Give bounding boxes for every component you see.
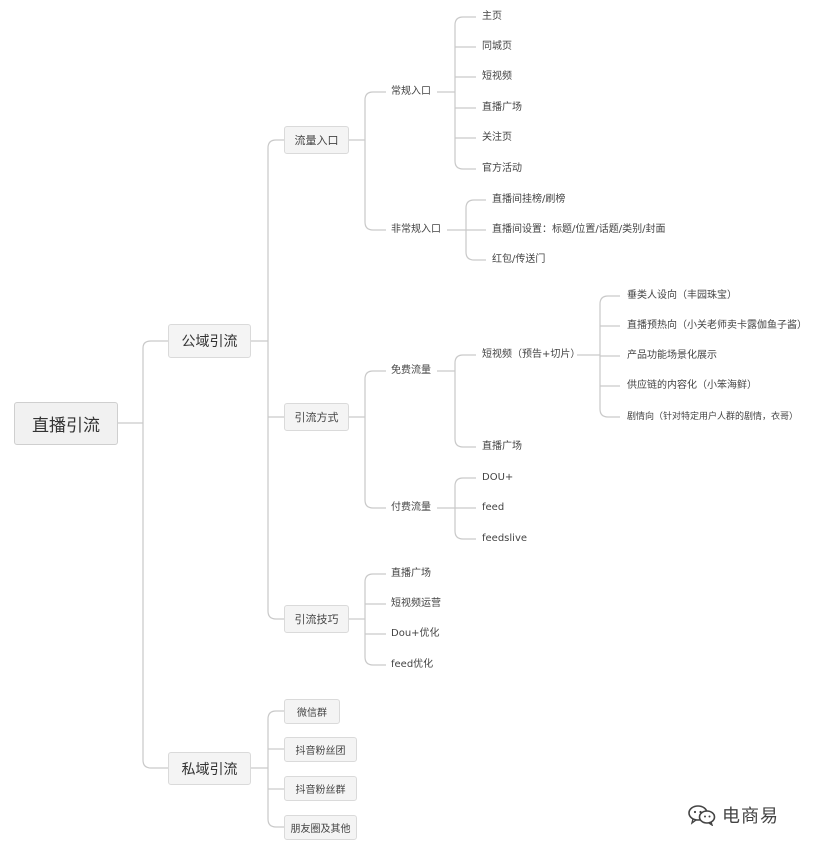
regular-entry-item-label: 关注页 — [482, 132, 512, 143]
paid-traffic-node[interactable]: 付费流量 — [391, 501, 431, 515]
private-traffic-item[interactable]: 微信群 — [284, 699, 340, 724]
public-traffic-node[interactable]: 公域引流 — [168, 324, 251, 358]
traffic-tips-label: 引流技巧 — [294, 613, 339, 626]
short-video-item-label: 供应链的内容化（小笨海鲜） — [627, 380, 757, 391]
free-traffic-node[interactable]: 免费流量 — [391, 364, 431, 378]
live-plaza-label: 直播广场 — [482, 441, 522, 452]
irregular-entry-item-label: 直播间设置：标题/位置/话题/类别/封面 — [492, 224, 666, 235]
regular-entry-item[interactable]: 官方活动 — [482, 162, 522, 176]
tips-item-label: Dou+优化 — [391, 628, 440, 639]
short-video-item-label: 垂类人设向（丰园珠宝） — [627, 290, 737, 301]
paid-traffic-item-label: DOU+ — [482, 472, 514, 483]
traffic-tips-node[interactable]: 引流技巧 — [284, 605, 349, 633]
live-plaza-node[interactable]: 直播广场 — [482, 440, 522, 454]
tips-item[interactable]: 直播广场 — [391, 567, 431, 581]
regular-entry-item-label: 短视频 — [482, 71, 512, 82]
regular-entry-item-label: 官方活动 — [482, 163, 522, 174]
irregular-entry-item[interactable]: 红包/传送门 — [492, 253, 545, 267]
traffic-entry-label: 流量入口 — [294, 134, 339, 147]
public-traffic-label: 公域引流 — [181, 334, 238, 350]
private-traffic-item-label: 抖音粉丝群 — [295, 785, 346, 796]
regular-entry-item-label: 主页 — [482, 11, 502, 22]
regular-entry-item[interactable]: 直播广场 — [482, 101, 522, 115]
paid-traffic-item-label: feed — [482, 502, 505, 513]
tips-item-label: feed优化 — [391, 659, 434, 670]
short-video-item[interactable]: 垂类人设向（丰园珠宝） — [627, 289, 737, 303]
tips-item[interactable]: feed优化 — [391, 658, 433, 672]
private-traffic-item-label: 朋友圈及其他 — [290, 824, 351, 835]
short-video-label: 短视频（预告+切片） — [482, 349, 581, 360]
private-traffic-node[interactable]: 私域引流 — [168, 752, 251, 785]
irregular-entry-item-label: 直播间挂榜/刷榜 — [492, 194, 566, 205]
traffic-methods-node[interactable]: 引流方式 — [284, 403, 349, 431]
short-video-item[interactable]: 产品功能场景化展示 — [627, 349, 717, 363]
regular-entry-item-label: 直播广场 — [482, 102, 522, 113]
tips-item[interactable]: 短视频运营 — [391, 597, 441, 611]
tips-item-label: 直播广场 — [391, 568, 431, 579]
regular-entry-item[interactable]: 短视频 — [482, 70, 512, 84]
traffic-methods-label: 引流方式 — [294, 411, 339, 424]
private-traffic-item-label: 抖音粉丝团 — [295, 746, 346, 757]
short-video-item-label: 直播预热向（小关老师卖卡露伽鱼子酱） — [627, 320, 807, 331]
short-video-item[interactable]: 供应链的内容化（小笨海鲜） — [627, 379, 757, 393]
paid-traffic-label: 付费流量 — [391, 502, 431, 513]
private-traffic-item[interactable]: 抖音粉丝群 — [284, 776, 357, 801]
private-traffic-item-label: 微信群 — [297, 708, 327, 719]
regular-entry-item-label: 同城页 — [482, 41, 512, 52]
irregular-entry-item-label: 红包/传送门 — [492, 254, 546, 265]
short-video-item-label: 剧情向（针对特定用户人群的剧情，衣哥） — [627, 412, 799, 422]
regular-entry-item[interactable]: 同城页 — [482, 40, 512, 54]
regular-entry-item[interactable]: 关注页 — [482, 131, 512, 145]
tips-item-label: 短视频运营 — [391, 598, 441, 609]
short-video-item[interactable]: 剧情向（针对特定用户人群的剧情，衣哥） — [627, 410, 798, 424]
paid-traffic-item[interactable]: DOU+ — [482, 471, 513, 485]
regular-entry-node[interactable]: 常规入口 — [391, 85, 431, 99]
short-video-node[interactable]: 短视频（预告+切片） — [482, 348, 580, 362]
irregular-entry-item[interactable]: 直播间挂榜/刷榜 — [492, 193, 565, 207]
free-traffic-label: 免费流量 — [391, 365, 431, 376]
regular-entry-item[interactable]: 主页 — [482, 10, 502, 24]
paid-traffic-item[interactable]: feedslive — [482, 532, 527, 546]
tips-item[interactable]: Dou+优化 — [391, 627, 440, 641]
watermark-text: 电商易 — [722, 806, 779, 827]
watermark: 电商易 — [688, 800, 779, 830]
regular-entry-label: 常规入口 — [391, 86, 431, 97]
private-traffic-item[interactable]: 朋友圈及其他 — [284, 815, 357, 840]
irregular-entry-label: 非常规入口 — [391, 224, 441, 235]
irregular-entry-node[interactable]: 非常规入口 — [391, 223, 441, 237]
short-video-item-label: 产品功能场景化展示 — [627, 350, 717, 361]
root-label: 直播引流 — [32, 416, 100, 436]
paid-traffic-item[interactable]: feed — [482, 501, 504, 515]
irregular-entry-item[interactable]: 直播间设置：标题/位置/话题/类别/封面 — [492, 223, 665, 237]
traffic-entry-node[interactable]: 流量入口 — [284, 126, 349, 154]
private-traffic-item[interactable]: 抖音粉丝团 — [284, 737, 357, 762]
root-node[interactable]: 直播引流 — [14, 402, 118, 445]
private-traffic-label: 私域引流 — [181, 761, 238, 778]
paid-traffic-item-label: feedslive — [482, 533, 528, 544]
wechat-icon — [688, 805, 716, 826]
short-video-item[interactable]: 直播预热向（小关老师卖卡露伽鱼子酱） — [627, 319, 807, 333]
